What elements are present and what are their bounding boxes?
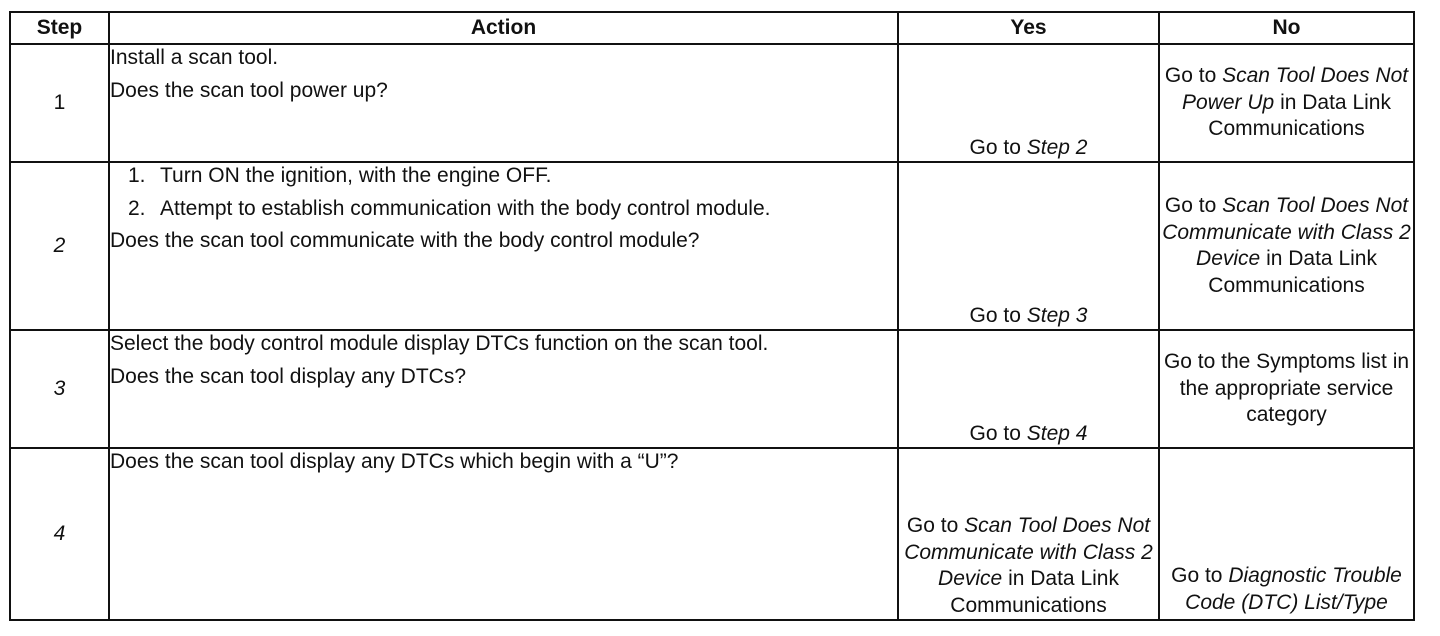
action-instruction: Install a scan tool. [110, 46, 279, 69]
yes-prefix: Go to [969, 135, 1027, 159]
no-suffix: in Data Link Communications [1208, 90, 1391, 141]
no-cell: Go to Diagnostic Trouble Code (DTC) List… [1158, 447, 1415, 621]
yes-prefix: Go to [906, 514, 965, 537]
substep-text: Attempt to establish communication with … [160, 196, 771, 220]
yes-cell: Go to Step 3 [897, 161, 1160, 331]
yes-link[interactable]: Step 4 [1026, 421, 1088, 445]
substep-item: 2. Attempt to establish communication wit… [128, 196, 897, 223]
no-suffix: in Data Link Communications [1208, 247, 1377, 297]
yes-link[interactable]: Scan Tool Does Not Communicate with Clas… [904, 514, 1153, 590]
no-cell: Go to Scan Tool Does Not Power Up in Dat… [1158, 43, 1415, 163]
action-cell: 1. Turn ON the ignition, with the engine … [108, 161, 899, 331]
diagnostic-table: Step Action Yes No 1 Install a scan tool… [9, 11, 1415, 621]
no-prefix: Go to [1164, 64, 1223, 88]
action-question: Does the scan tool display any DTCs? [110, 364, 467, 388]
step-number: 3 [9, 329, 110, 449]
substep-number: 1. [128, 164, 146, 187]
header-no: No [1158, 11, 1415, 45]
table-row: 2 1. Turn ON the ignition, with the engin… [9, 161, 1415, 331]
no-cell: Go to the Symptoms list in the appropria… [1158, 329, 1415, 449]
yes-link[interactable]: Step 2 [1026, 135, 1088, 159]
step-number: 1 [9, 43, 110, 163]
header-action: Action [108, 11, 899, 45]
no-text: Go to the Symptoms list in the appropria… [1163, 350, 1410, 427]
action-question: Does the scan tool display any DTCs whic… [110, 450, 679, 473]
header-row: Step Action Yes No [9, 11, 1415, 45]
header-yes: Yes [897, 11, 1160, 45]
step-number: 2 [9, 161, 110, 331]
substep-number: 2. [128, 196, 146, 220]
substep-item: 1. Turn ON the ignition, with the engine … [128, 163, 897, 190]
substep-list: 1. Turn ON the ignition, with the engine … [110, 163, 897, 222]
action-instruction: Select the body control module display D… [110, 332, 769, 355]
action-cell: Install a scan tool. Does the scan tool … [108, 43, 899, 163]
yes-cell: Go to Step 4 [897, 329, 1160, 449]
action-cell: Does the scan tool display any DTCs whic… [108, 447, 899, 621]
table-row: 4 Does the scan tool display any DTCs wh… [9, 447, 1415, 621]
substep-text: Turn ON the ignition, with the engine OF… [160, 164, 552, 187]
action-question: Does the scan tool power up? [110, 78, 388, 102]
yes-prefix: Go to [969, 421, 1027, 445]
table-row: 3 Select the body control module display… [9, 329, 1415, 449]
yes-cell: Go to Step 2 [897, 43, 1160, 163]
action-cell: Select the body control module display D… [108, 329, 899, 449]
no-cell: Go to Scan Tool Does Not Communicate wit… [1158, 161, 1415, 331]
header-step: Step [9, 11, 110, 45]
yes-suffix: in Data Link Communications [950, 567, 1119, 617]
no-link[interactable]: Scan Tool Does Not Power Up [1182, 64, 1409, 114]
action-question: Does the scan tool communicate with the … [110, 229, 700, 252]
table-row: 1 Install a scan tool. Does the scan too… [9, 43, 1415, 163]
yes-cell: Go to Scan Tool Does Not Communicate wit… [897, 447, 1160, 621]
yes-prefix: Go to [969, 303, 1027, 327]
no-link[interactable]: Scan Tool Does Not Communicate with Clas… [1162, 194, 1411, 270]
no-prefix: Go to [1164, 194, 1223, 217]
no-prefix: Go to [1171, 564, 1229, 587]
no-link[interactable]: Diagnostic Trouble Code (DTC) List/Type [1185, 564, 1402, 614]
yes-link[interactable]: Step 3 [1026, 303, 1088, 327]
step-number: 4 [9, 447, 110, 621]
